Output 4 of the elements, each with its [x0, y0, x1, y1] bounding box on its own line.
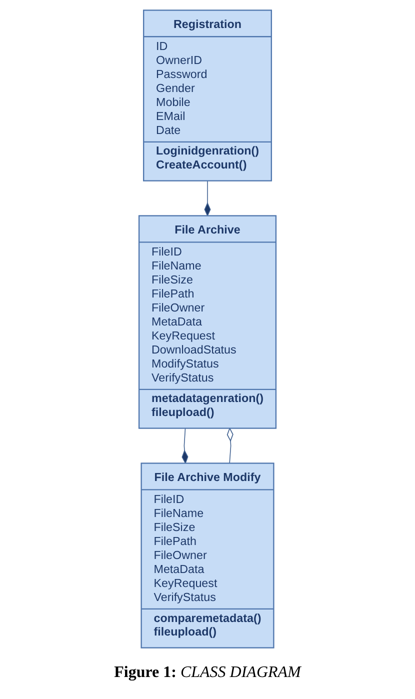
figure-caption: Figure 1: CLASS DIAGRAM — [113, 664, 302, 682]
connector — [226, 428, 234, 464]
connector — [182, 428, 188, 464]
connector — [204, 180, 211, 216]
